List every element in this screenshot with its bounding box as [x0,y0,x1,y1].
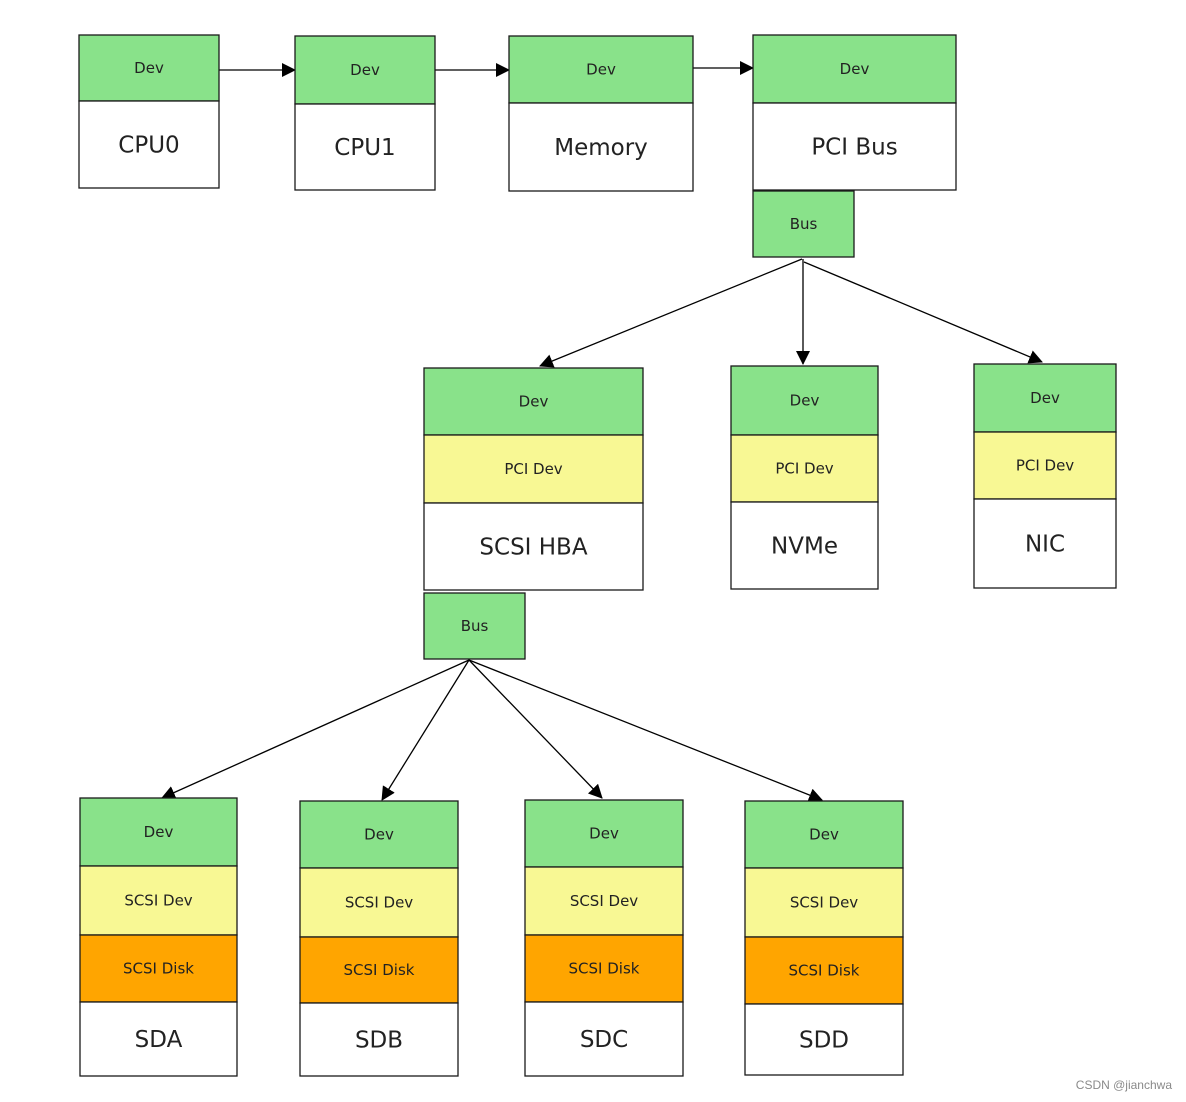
bus-label-scsi-hba: Bus [461,617,489,635]
main-label-cpu1: CPU1 [334,135,395,161]
edge-arrow-scsi-hba-to-sdc [468,659,603,799]
pci-dev-layer-nic [973,431,1117,500]
main-box-nvme [730,501,879,590]
main-box-memory [508,102,694,192]
scsi-dev-label-sdd: SCSI Dev [790,894,858,912]
dev-layer-pci-bus [752,34,957,104]
main-box-sda [79,1001,238,1077]
main-box-scsi-hba [423,502,644,591]
watermark: CSDN @jianchwa [1075,1078,1172,1092]
dev-label-nic: Dev [1030,389,1060,407]
scsi-disk-label-sdd: SCSI Disk [789,962,860,980]
pci-dev-label-nvme: PCI Dev [775,460,833,478]
dev-layer-memory [508,35,694,104]
scsi-dev-label-sdb: SCSI Dev [345,894,413,912]
scsi-disk-layer-sdd [744,936,904,1005]
dev-label-sdb: Dev [364,826,394,844]
main-box-sdb [299,1002,459,1077]
dev-layer-cpu1 [294,35,436,105]
main-label-memory: Memory [554,135,648,161]
pci-dev-label-nic: PCI Dev [1016,457,1074,475]
dev-label-cpu0: Dev [134,59,164,77]
dev-label-sdc: Dev [589,825,619,843]
bus-box-scsi-hba [423,592,526,660]
bus-box-pci-bus [752,190,855,258]
dev-label-pci-bus: Dev [840,60,870,78]
main-label-sdc: SDC [580,1027,628,1053]
dev-label-scsi-hba: Dev [519,393,549,411]
pci-dev-label-scsi-hba: PCI Dev [504,460,562,478]
scsi-disk-layer-sdb [299,936,459,1004]
main-box-pci-bus [752,102,957,191]
main-label-sdd: SDD [799,1028,849,1054]
scsi-disk-label-sda: SCSI Disk [123,960,194,978]
pci-dev-layer-scsi-hba [423,434,644,504]
scsi-dev-label-sda: SCSI Dev [124,892,192,910]
dev-layer-sdb [299,800,459,869]
main-box-cpu1 [294,103,436,191]
dev-layer-cpu0 [78,34,220,102]
edge-arrow-pci-bus-to-nic [803,261,1043,364]
dev-layer-nic [973,363,1117,433]
dev-label-cpu1: Dev [350,61,380,79]
scsi-disk-label-sdc: SCSI Disk [569,960,640,978]
dev-layer-sdd [744,800,904,869]
main-label-pci-bus: PCI Bus [811,135,897,161]
pci-dev-layer-nvme [730,434,879,503]
dev-label-nvme: Dev [790,392,820,410]
main-label-nic: NIC [1025,532,1065,558]
main-box-sdc [524,1001,684,1077]
dev-layer-sdc [524,799,684,868]
edge-arrow-scsi-hba-to-sda [161,659,470,800]
main-box-cpu0 [78,100,220,189]
dev-layer-nvme [730,365,879,436]
scsi-dev-layer-sdb [299,867,459,938]
scsi-disk-label-sdb: SCSI Disk [344,961,415,979]
scsi-dev-layer-sdc [524,866,684,936]
main-label-cpu0: CPU0 [118,133,179,159]
main-box-nic [973,498,1117,589]
edge-arrow-pci-bus-to-scsi-hba [539,258,803,368]
dev-label-memory: Dev [586,61,616,79]
main-label-sdb: SDB [355,1028,403,1054]
dev-layer-scsi-hba [423,367,644,436]
main-label-sda: SDA [135,1027,183,1053]
dev-layer-sda [79,797,238,867]
main-box-sdd [744,1003,904,1076]
scsi-dev-label-sdc: SCSI Dev [570,892,638,910]
dev-label-sda: Dev [144,823,174,841]
dev-label-sdd: Dev [809,826,839,844]
main-label-scsi-hba: SCSI HBA [479,535,587,561]
main-label-nvme: NVMe [771,534,838,560]
edge-arrow-scsi-hba-to-sdd [468,659,823,802]
scsi-disk-layer-sda [79,934,238,1003]
edge-arrow-scsi-hba-to-sdb [381,659,470,801]
bus-label-pci-bus: Bus [790,215,818,233]
scsi-dev-layer-sdd [744,867,904,938]
